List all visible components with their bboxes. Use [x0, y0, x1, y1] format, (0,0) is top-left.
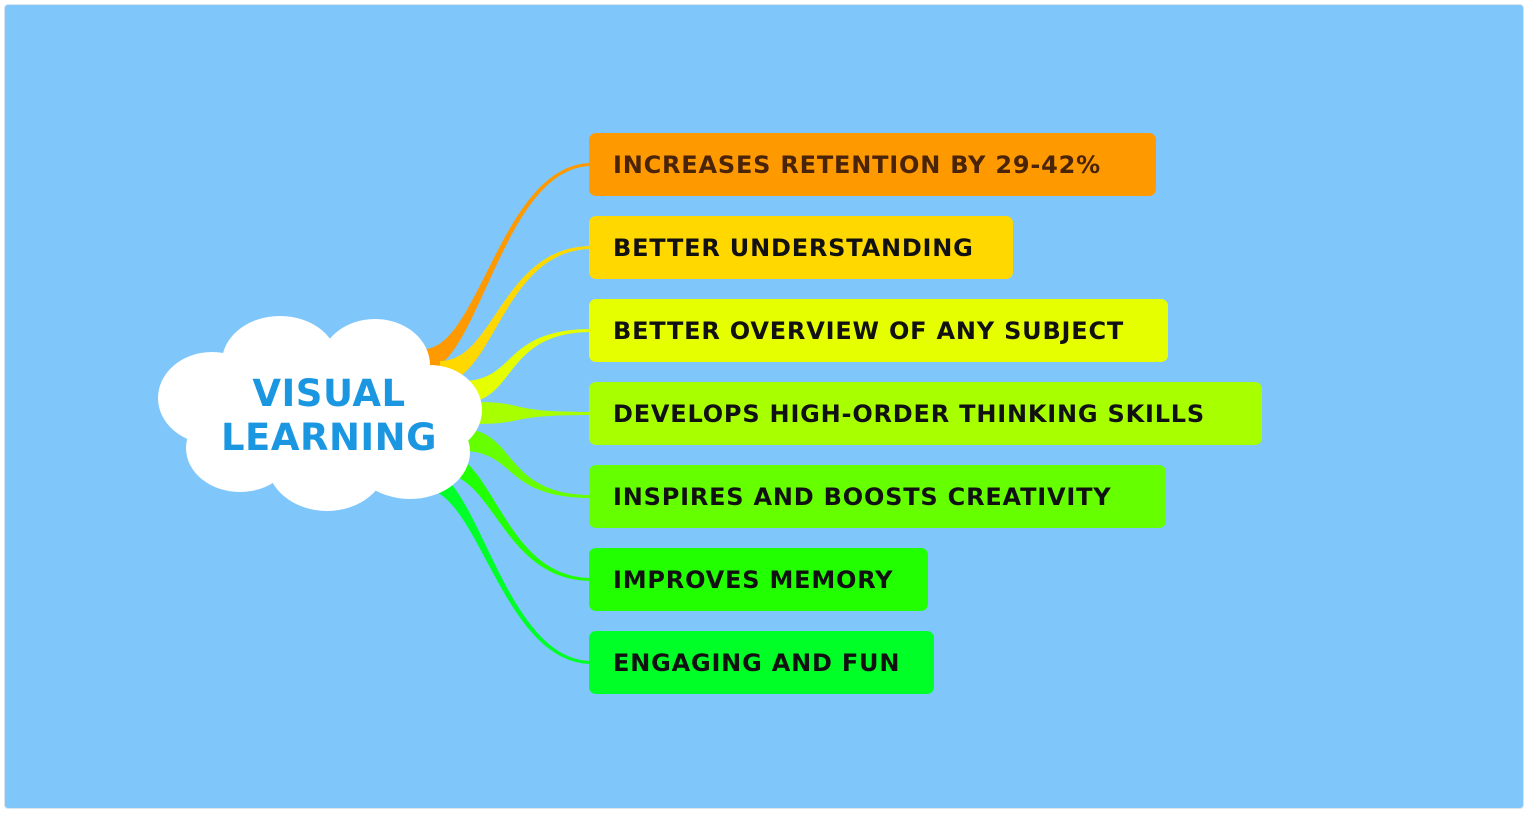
- branch-node-thinking-skills[interactable]: DEVELOPS HIGH-ORDER THINKING SKILLS: [589, 382, 1262, 445]
- branch-node-creativity[interactable]: INSPIRES AND BOOSTS CREATIVITY: [589, 465, 1166, 528]
- branch-node-label: BETTER UNDERSTANDING: [613, 233, 974, 262]
- branch-node-label: BETTER OVERVIEW OF ANY SUBJECT: [613, 316, 1125, 345]
- branch-node-label: IMPROVES MEMORY: [613, 565, 894, 594]
- branch-node-label: DEVELOPS HIGH-ORDER THINKING SKILLS: [613, 399, 1205, 428]
- branch-node-label: INSPIRES AND BOOSTS CREATIVITY: [613, 482, 1112, 511]
- central-topic-line-1: VISUAL: [252, 372, 406, 415]
- branch-node-retention[interactable]: INCREASES RETENTION BY 29-42%: [589, 133, 1156, 196]
- branch-node-label: ENGAGING AND FUN: [613, 648, 901, 677]
- branch-node-label: INCREASES RETENTION BY 29-42%: [613, 150, 1101, 179]
- branch-node-engaging[interactable]: ENGAGING AND FUN: [589, 631, 934, 694]
- branch-node-memory[interactable]: IMPROVES MEMORY: [589, 548, 928, 611]
- branch-node-overview[interactable]: BETTER OVERVIEW OF ANY SUBJECT: [589, 299, 1168, 362]
- central-topic-line-2: LEARNING: [220, 416, 438, 459]
- branch-node-understanding[interactable]: BETTER UNDERSTANDING: [589, 216, 1013, 279]
- central-topic-title[interactable]: VISUAL LEARNING: [198, 372, 460, 460]
